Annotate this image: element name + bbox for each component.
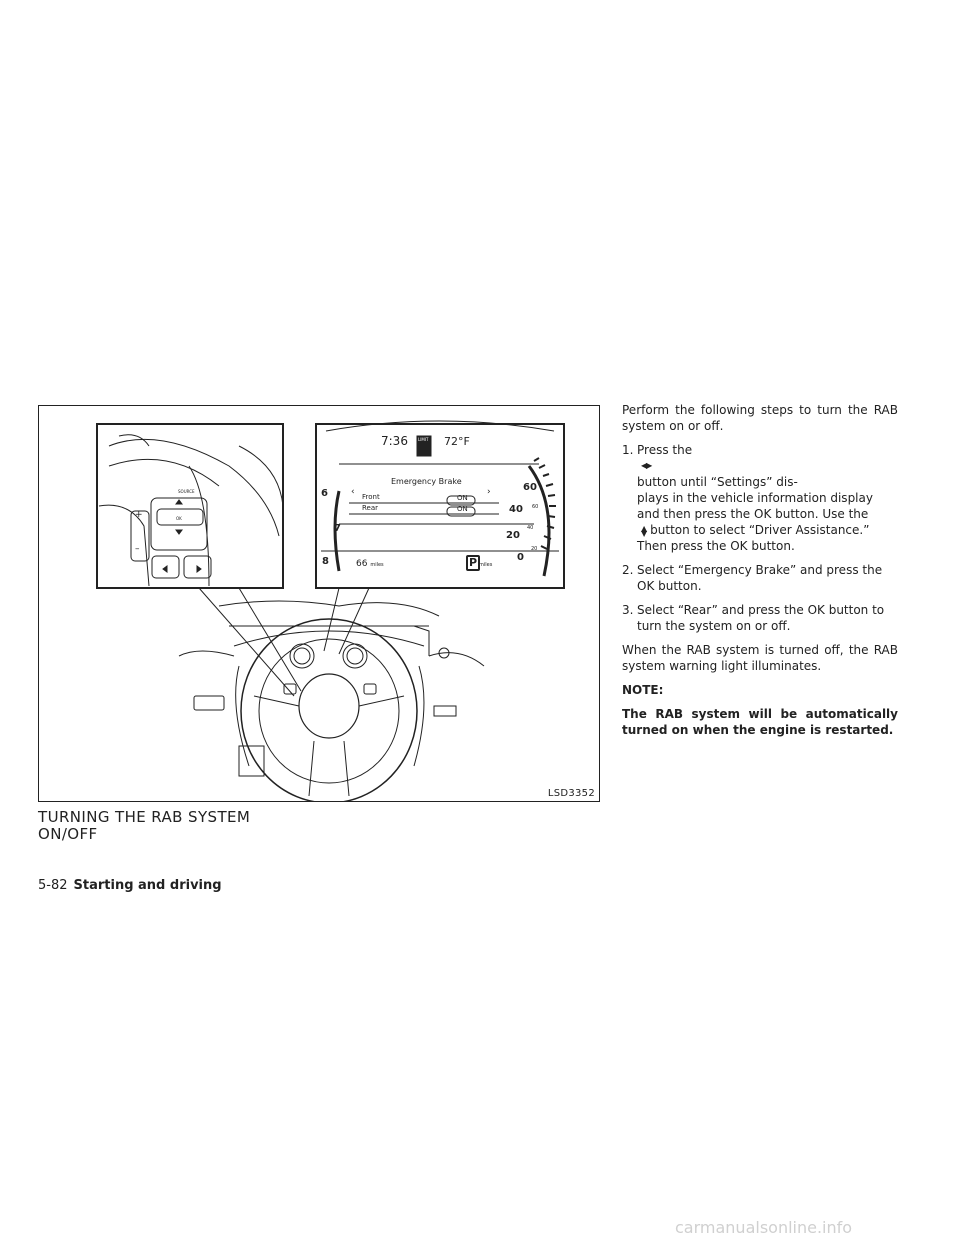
illustration-figure: 7:36 LIMIT 72°F Emergency Brake ‹ › Fron… bbox=[38, 405, 600, 802]
steering-wheel-hub bbox=[298, 673, 360, 739]
display-inset bbox=[315, 423, 565, 589]
cluster-chevron-right-icon: › bbox=[487, 487, 491, 497]
step-3: 3. Select “Rear” and press the OK button… bbox=[622, 603, 885, 633]
left-right-arrows-icon: ◀▶ bbox=[641, 461, 652, 470]
body-text: Perform the following steps to turn the … bbox=[622, 402, 898, 738]
page-footer: 5-82 Starting and driving bbox=[38, 878, 222, 893]
cluster-limit-label: LIMIT bbox=[418, 437, 429, 442]
volume-minus-label: – bbox=[135, 544, 140, 554]
source-button-label: SOURCE bbox=[178, 489, 195, 494]
page-number: 5-82 bbox=[38, 878, 68, 893]
cluster-chevron-left-icon: ‹ bbox=[351, 487, 355, 497]
section-title-line1: TURNING THE RAB SYSTEM bbox=[38, 808, 251, 826]
step-2: 2. Select “Emergency Brake” and press th… bbox=[622, 563, 883, 593]
step-number: 2. bbox=[622, 563, 634, 577]
speed-mark-40: 40 bbox=[509, 504, 523, 515]
kmh-mark-40: 40 bbox=[527, 525, 534, 531]
steering-wheel-rim bbox=[240, 618, 418, 801]
kmh-mark-60: 60 bbox=[532, 504, 539, 510]
ok-button-shape bbox=[156, 508, 204, 526]
cluster-range: 66 miles bbox=[356, 559, 384, 569]
step-number: 1. bbox=[622, 443, 634, 457]
cluster-row-front-label: Front bbox=[362, 493, 380, 501]
cluster-row-rear-state: ON bbox=[457, 505, 468, 513]
tach-mark-8: 8 bbox=[322, 556, 329, 567]
kmh-mark-20: 20 bbox=[531, 546, 538, 552]
cluster-gear: P bbox=[469, 556, 478, 569]
note-heading: NOTE: bbox=[622, 683, 664, 697]
cluster-row-rear-label: Rear bbox=[362, 504, 379, 512]
volume-plus-label: + bbox=[135, 510, 143, 520]
note-text: The RAB system will be automatically tur… bbox=[622, 707, 898, 737]
volume-button-shape bbox=[130, 510, 150, 562]
left-button-shape bbox=[151, 555, 180, 579]
steering-wheel-illustration bbox=[96, 420, 565, 801]
speed-mark-60: 60 bbox=[523, 482, 537, 493]
wheel-controls-inset bbox=[96, 423, 284, 589]
figure-code: LSD3352 bbox=[547, 788, 595, 799]
cluster-time: 7:36 bbox=[381, 434, 408, 448]
ok-button-label: OK bbox=[176, 516, 182, 521]
watermark: carmanualsonline.info bbox=[675, 1218, 853, 1237]
step-1: 1. Press the◀▶button until “Settings” di… bbox=[622, 442, 898, 554]
right-button-shape bbox=[183, 555, 212, 579]
chapter-title: Starting and driving bbox=[73, 878, 222, 893]
speed-mark-20: 20 bbox=[506, 530, 520, 541]
tach-mark-7: 7 bbox=[334, 523, 341, 534]
control-panel bbox=[150, 497, 208, 551]
cluster-fuel-unit: miles bbox=[479, 562, 493, 568]
section-title-line2: ON/OFF bbox=[38, 825, 98, 843]
tach-mark-6: 6 bbox=[321, 488, 328, 499]
section-title: TURNING THE RAB SYSTEM ON/OFF bbox=[38, 809, 338, 843]
cluster-temp: 72°F bbox=[444, 435, 470, 448]
up-down-arrows-icon: ▲▼ bbox=[641, 523, 647, 538]
step-number: 3. bbox=[622, 603, 634, 617]
cluster-row-front-state: ON bbox=[457, 494, 468, 502]
intro-paragraph: Perform the following steps to turn the … bbox=[622, 403, 898, 433]
cluster-menu-title: Emergency Brake bbox=[391, 477, 462, 486]
speed-mark-0: 0 bbox=[517, 552, 524, 563]
after-paragraph: When the RAB system is turned off, the R… bbox=[622, 643, 898, 673]
